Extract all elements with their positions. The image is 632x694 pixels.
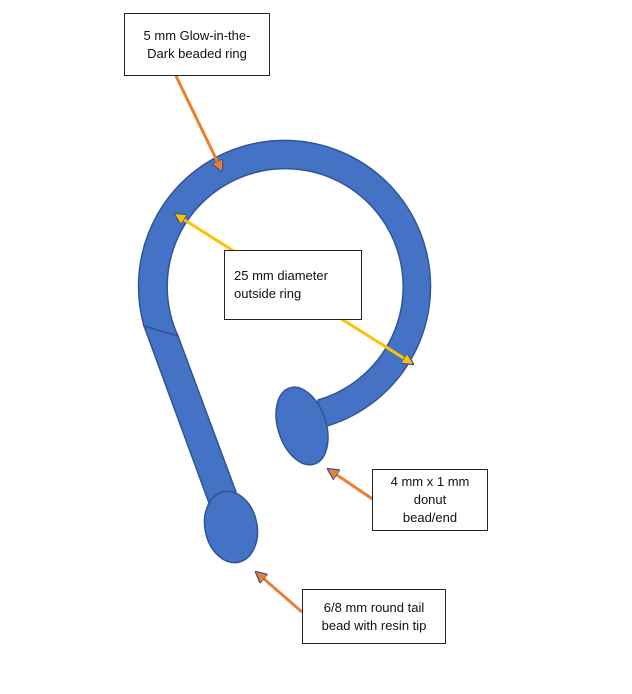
tail-pointer-arrow	[256, 572, 303, 614]
diameter-label-line-1: 25 mm diameter	[234, 268, 328, 283]
tail-label-line-2: bead with resin tip	[321, 617, 427, 633]
ring-callout: 5 mm Glow-in-the- Dark beaded ring	[124, 13, 270, 76]
diameter-callout: 25 mm diameter outside ring	[224, 250, 362, 320]
ring-label-line-1: 5 mm Glow-in-the-	[143, 27, 251, 43]
tail-callout: 6/8 mm round tail bead with resin tip	[302, 589, 446, 644]
ring-label-line-2: Dark beaded ring	[147, 45, 247, 61]
ring-pointer-arrow	[174, 75, 224, 171]
donut-pointer-arrow	[328, 469, 375, 502]
donut-bead	[275, 386, 329, 466]
donut-callout: 4 mm x 1 mm donut bead/end	[372, 469, 488, 531]
donut-label-line-3: bead/end	[402, 510, 458, 525]
diameter-label-line-2: outside ring	[234, 286, 302, 301]
donut-label-line-2: donut	[413, 492, 447, 507]
donut-label-line-1: 4 mm x 1 mm	[390, 474, 470, 489]
tail-label-line-1: 6/8 mm round tail	[323, 599, 425, 615]
tail-shank	[142, 324, 237, 504]
tail-bead	[203, 490, 259, 564]
